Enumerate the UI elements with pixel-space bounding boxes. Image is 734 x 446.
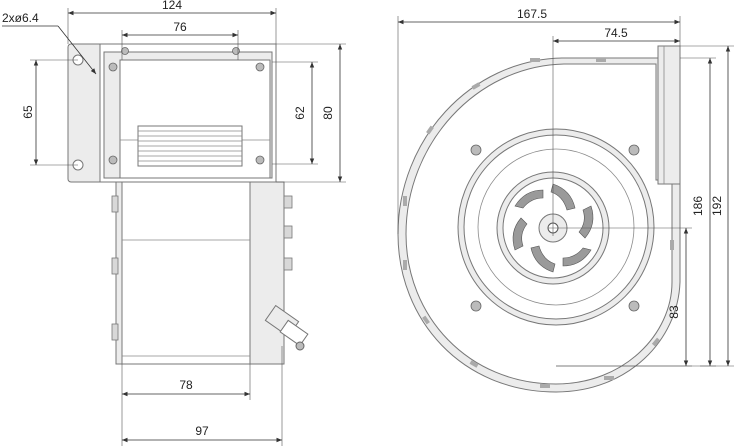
front-dim-745: 74.5 bbox=[604, 26, 628, 40]
side-housing-band bbox=[121, 181, 251, 365]
front-dim-83: 83 bbox=[667, 305, 681, 319]
front-ring-screws bbox=[470, 144, 640, 312]
side-dim-80: 80 bbox=[321, 106, 335, 120]
side-housing-ribs bbox=[111, 195, 293, 341]
side-dim-65: 65 bbox=[21, 105, 35, 119]
side-dim-62: 62 bbox=[293, 106, 307, 120]
side-view: 124 76 2xø6.4 65 62 80 78 97 bbox=[2, 0, 346, 446]
front-impeller-blades bbox=[512, 183, 594, 273]
side-dim-97: 97 bbox=[195, 424, 209, 438]
side-cable-gland bbox=[264, 304, 309, 351]
front-housing-marks bbox=[403, 58, 674, 388]
side-screws bbox=[108, 47, 265, 165]
front-outlet-flange bbox=[657, 45, 681, 185]
front-view: 167.5 74.5 83 186 192 bbox=[397, 7, 734, 393]
side-dim-76: 76 bbox=[173, 20, 187, 34]
front-dim-192: 192 bbox=[710, 196, 724, 216]
side-hole-note: 2xø6.4 bbox=[2, 11, 39, 25]
front-dim-1675: 167.5 bbox=[517, 7, 547, 21]
front-dim-186: 186 bbox=[691, 196, 705, 216]
side-dim-78: 78 bbox=[179, 378, 193, 392]
side-dim-124: 124 bbox=[162, 0, 182, 12]
side-grille-lines bbox=[138, 130, 242, 162]
